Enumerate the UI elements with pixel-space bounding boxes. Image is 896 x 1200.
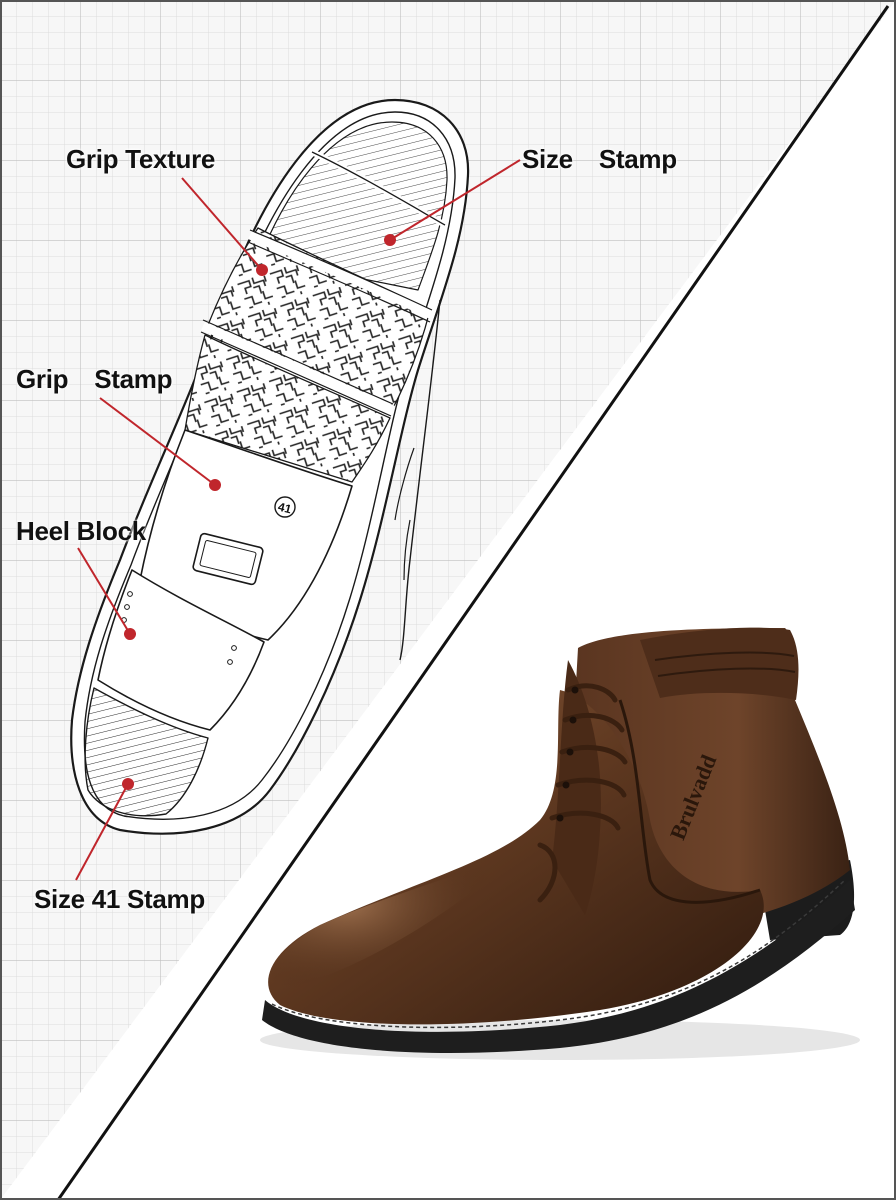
sole-band-3 — [201, 321, 395, 415]
boot-outsole — [262, 880, 855, 1053]
label-grip-stamp: Grip Stamp — [16, 364, 173, 394]
shank-label-plate — [192, 532, 264, 586]
boot-eyelets — [556, 686, 579, 822]
marker-size-stamp-top — [384, 234, 396, 246]
label-grip-stamp-a: Grip — [16, 364, 69, 394]
leader-heel-block — [77, 547, 131, 635]
shank-plate — [139, 429, 353, 641]
heel-hatch-pad — [84, 687, 209, 817]
sole-band-1-line — [311, 151, 446, 226]
heel-nail-holes — [121, 591, 237, 665]
label-size-stamp-top-b: Stamp — [598, 144, 677, 174]
boot-side-seam — [618, 699, 761, 904]
heel-block — [97, 569, 265, 731]
marker-heel-block — [124, 628, 136, 640]
upper-side-stitch — [394, 447, 415, 581]
label-size-stamp-top: Size Stamp — [522, 146, 677, 172]
label-grip-texture: Grip Texture — [66, 144, 216, 174]
upper-side-edge — [399, 299, 441, 661]
label-grip-stamp-b: Stamp — [94, 364, 173, 394]
boot-welt-stitch — [271, 879, 846, 1029]
marker-size-41-stamp — [122, 778, 134, 790]
boot-collar-seams — [654, 651, 796, 677]
sole-band-3-lines — [200, 319, 394, 417]
marker-grip-stamp — [209, 479, 221, 491]
callout-leaders — [75, 159, 521, 881]
leader-size-stamp-top — [389, 159, 521, 241]
label-heel-block: Heel Block — [16, 516, 146, 546]
sole-band-2 — [248, 230, 434, 320]
boot-eyestay — [552, 660, 601, 915]
label-size-41-stamp: Size 41 Stamp — [34, 884, 205, 914]
diagonal-divider — [56, 5, 890, 1200]
grip-maze-lower — [184, 334, 391, 483]
size-badge-circle — [274, 496, 296, 518]
boot-collar — [640, 627, 799, 700]
sole-band-2-lines — [247, 229, 433, 323]
leather-boot-photo — [260, 627, 860, 1060]
size-badge-text: 41 — [277, 500, 294, 517]
label-size-stamp-top-a: Size — [522, 144, 573, 174]
shank-label-inner — [199, 540, 257, 578]
leader-size-41-stamp — [75, 783, 129, 881]
boot-toe-shine — [271, 850, 520, 1002]
callout-markers — [122, 234, 396, 790]
marker-grip-texture — [256, 264, 268, 276]
leader-grip-stamp — [99, 397, 216, 486]
leader-grip-texture — [181, 177, 263, 271]
